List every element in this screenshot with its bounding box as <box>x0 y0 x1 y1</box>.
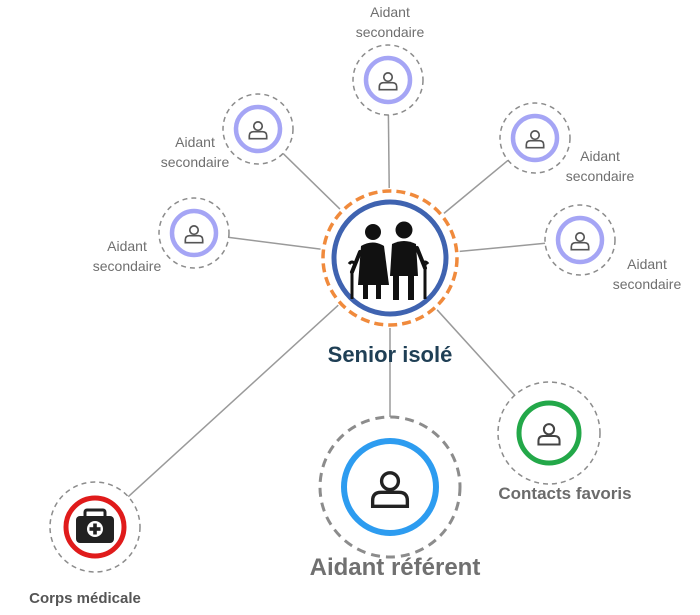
connector-line <box>228 236 321 250</box>
medical-node[interactable] <box>49 481 141 573</box>
person-icon <box>525 130 545 149</box>
connector-line <box>443 159 509 214</box>
referent-label: Aidant référent <box>309 554 481 581</box>
person-icon <box>184 225 204 244</box>
connector-line <box>436 309 516 396</box>
nodes <box>49 44 616 573</box>
person-icon <box>537 423 561 446</box>
secondary-node[interactable] <box>544 204 616 276</box>
secondary-node[interactable] <box>222 93 294 165</box>
contacts-label: Contacts favoris <box>498 484 632 503</box>
secondary-node[interactable] <box>158 197 230 269</box>
person-icon <box>370 471 410 509</box>
center-label: Senior isolé <box>327 342 453 367</box>
referent-node[interactable] <box>318 415 462 559</box>
contacts-node[interactable] <box>497 381 601 485</box>
secondary-node[interactable] <box>352 44 424 116</box>
connector-line <box>459 242 546 253</box>
elderly-couple-icon <box>347 221 430 300</box>
connector-line <box>282 152 341 210</box>
secondary-node[interactable] <box>499 102 571 174</box>
medical-kit-icon <box>76 508 114 543</box>
connector-line <box>127 304 339 498</box>
person-icon <box>248 121 268 140</box>
connectors <box>127 114 546 498</box>
medical-label: Corps médicale <box>29 590 141 607</box>
person-icon <box>378 72 398 91</box>
center-node[interactable] <box>321 189 459 327</box>
person-icon <box>570 232 590 251</box>
connector-line <box>387 114 390 189</box>
